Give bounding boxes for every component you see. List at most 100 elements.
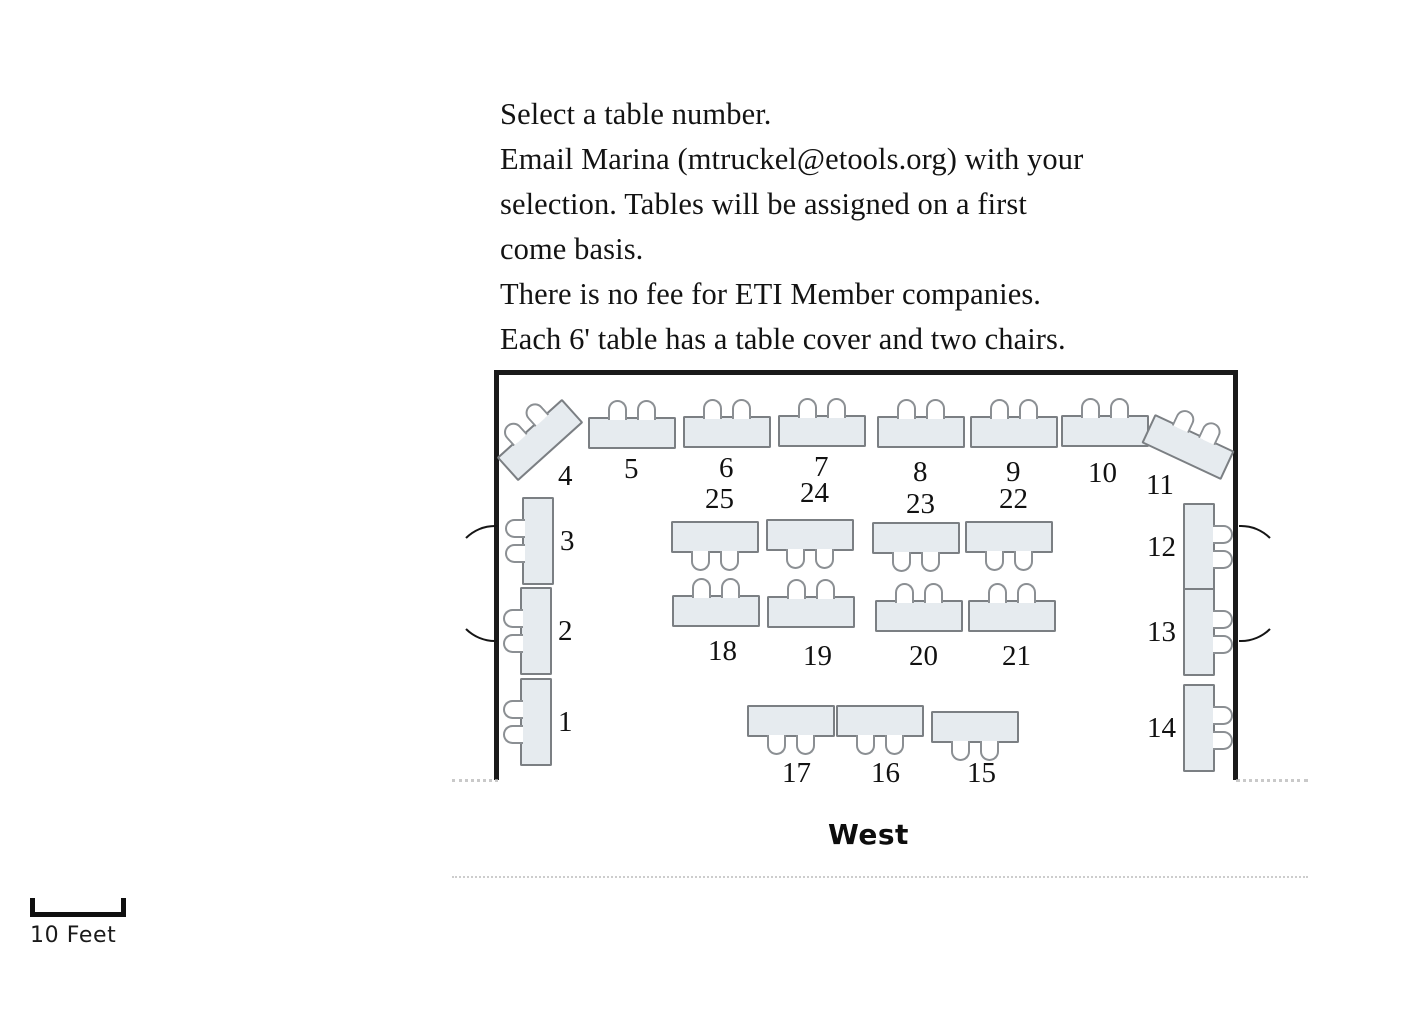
chair [895,583,914,603]
table-number-label-8: 8 [913,456,928,488]
table-number-label-14: 14 [1147,712,1176,744]
table-surface [778,415,866,447]
table-surface [588,417,676,449]
table-number-label-5: 5 [624,453,639,485]
door-left-lower [453,598,497,642]
chair [951,741,970,761]
table-surface [522,497,554,585]
wall-dotted-right [1236,776,1308,782]
chair [721,578,740,598]
table-surface [1183,503,1215,591]
chair [1110,398,1129,418]
chair [1213,550,1233,569]
table-surface [931,711,1019,743]
door-right-upper [1239,525,1283,569]
scale-bar-caption: 10 Feet [30,923,117,948]
table-number-label-25: 25 [705,483,734,515]
table-surface [747,705,835,737]
chair [505,544,525,563]
table-number-label-19: 19 [803,640,832,672]
chair [885,735,904,755]
table-surface [872,522,960,554]
chair [856,735,875,755]
wall-north [494,370,1238,375]
chair [815,549,834,569]
table-surface [766,519,854,551]
chair [503,700,523,719]
chair [503,725,523,744]
chair [786,549,805,569]
chair [827,398,846,418]
table-number-label-1: 1 [558,706,573,738]
door-left-upper [453,525,497,569]
chair [720,551,739,571]
chair [703,399,722,419]
table-number-label-12: 12 [1147,531,1176,563]
table-number-label-22: 22 [999,483,1028,515]
chair [980,741,999,761]
chair [692,578,711,598]
table-surface [1061,415,1149,447]
chair [503,609,523,628]
scale-bar-end-right [121,898,126,917]
chair [637,400,656,420]
wall-dotted-left [452,776,498,782]
table-number-label-17: 17 [782,757,811,789]
instruction-line: Select a table number. [500,97,772,131]
chair [1213,731,1233,750]
chair [921,552,940,572]
table-number-label-21: 21 [1002,640,1031,672]
table-number-label-2: 2 [558,615,573,647]
table-number-label-18: 18 [708,635,737,667]
chair [505,519,525,538]
chair [924,583,943,603]
table-number-label-3: 3 [560,525,575,557]
table-number-label-7: 7 [814,451,829,483]
table-surface [965,521,1053,553]
table-surface [672,595,760,627]
table-surface [671,521,759,553]
table-number-label-23: 23 [906,488,935,520]
table-surface [767,596,855,628]
instructions-block: Select a table number. Email Marina (mtru… [500,92,1260,362]
table-number-label-13: 13 [1147,616,1176,648]
wall-east [494,370,499,780]
chair [691,551,710,571]
chair [892,552,911,572]
table-surface [520,587,552,675]
scale-bar-end-left [30,898,35,917]
chair [608,400,627,420]
scale-bar-line [30,912,126,917]
instruction-line: Email Marina (mtruckel@etools.org) with … [500,142,1084,176]
chair [1213,706,1233,725]
instruction-line: Each 6' table has a table cover and two … [500,322,1066,356]
chair [897,399,916,419]
table-surface [1183,588,1215,676]
chair [990,399,1009,419]
table-surface [877,416,965,448]
table-surface [683,416,771,448]
chair [1014,551,1033,571]
chair [988,583,1007,603]
chair [1081,398,1100,418]
chair [816,579,835,599]
chair [985,551,1004,571]
scale-bar-graphic [30,898,126,917]
chair [767,735,786,755]
chair [796,735,815,755]
chair [1019,399,1038,419]
table-number-label-16: 16 [871,757,900,789]
wall-west [1233,370,1238,780]
scale-bar: 10 Feet [30,898,126,948]
table-surface [875,600,963,632]
instruction-line: selection. Tables will be assigned on a … [500,187,1027,221]
table-number-label-4: 4 [558,460,573,492]
table-surface [968,600,1056,632]
chair [1213,525,1233,544]
chair [732,399,751,419]
chair [787,579,806,599]
table-surface [1183,684,1215,772]
table-number-label-20: 20 [909,640,938,672]
chair [1213,610,1233,629]
